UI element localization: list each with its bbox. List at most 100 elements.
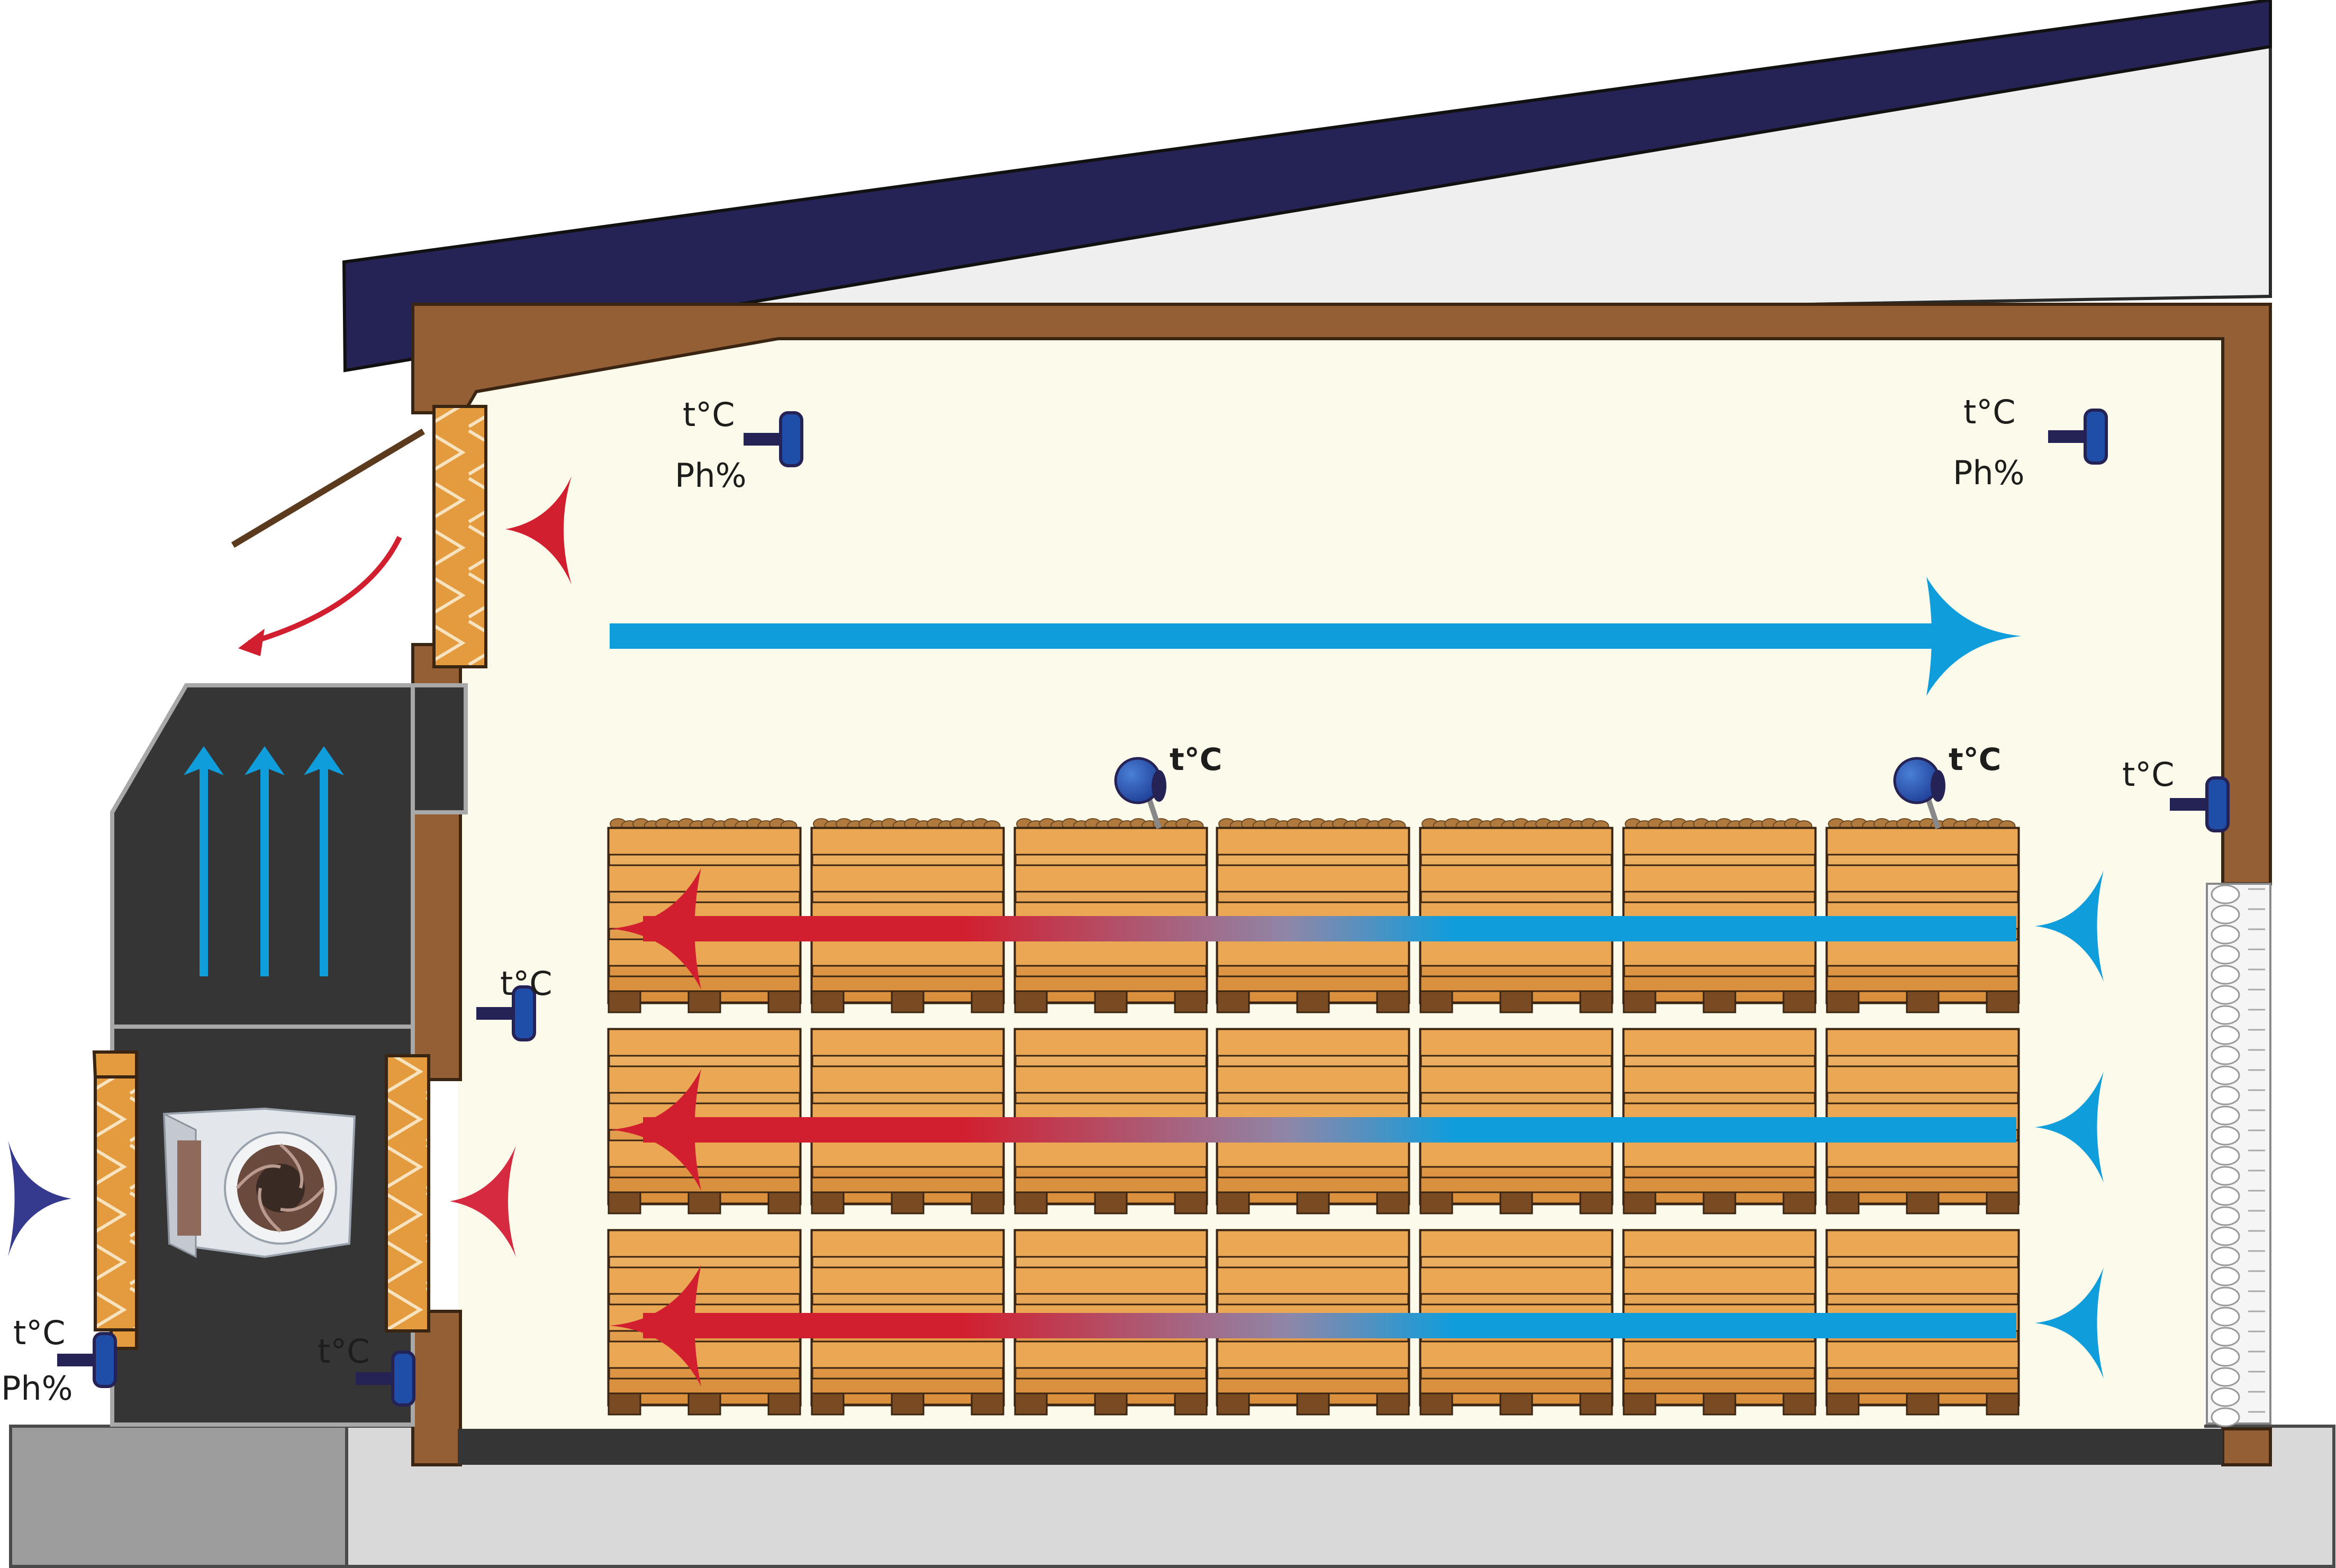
crate-base (1216, 1176, 1410, 1193)
crate-base (608, 1377, 801, 1394)
probe-cap (1152, 770, 1166, 802)
crate-foot (1014, 1392, 1048, 1416)
insulation-bump (2211, 1105, 2240, 1126)
crate-foot (891, 1392, 925, 1416)
crate-slat (608, 938, 801, 967)
flow-arrow-shaft (643, 1313, 2016, 1338)
crate-foot (1579, 1392, 1613, 1416)
crate-slat (1419, 938, 1613, 967)
crate-foot (1419, 1392, 1453, 1416)
crate-slat (1826, 827, 2020, 856)
crate-slat (1419, 1028, 1613, 1057)
flow-arrow-head-icon (610, 1265, 701, 1386)
wall-sensor-icon (356, 1351, 415, 1407)
wall-sensor-icon (2170, 776, 2230, 832)
crate-slat (608, 1028, 801, 1057)
crate-foot (1703, 1191, 1736, 1214)
crate-foot (1579, 1191, 1613, 1214)
insulation-bump (2211, 1045, 2240, 1065)
insulation-texture (2211, 884, 2265, 1427)
crate-foot (1094, 1191, 1128, 1214)
crate-foot (1094, 990, 1128, 1013)
sensor-label: Ph% (1, 1369, 73, 1408)
crate-slat (1623, 1028, 1816, 1057)
insulation-bump (2211, 1206, 2240, 1226)
crate-base (1826, 1377, 2020, 1394)
insulation-bump (2211, 1166, 2240, 1186)
crate-slat (1623, 864, 1816, 893)
crate-base (1014, 1377, 1208, 1394)
crate-slat (811, 1028, 1004, 1057)
inlet-arrow-icon (2035, 1267, 2104, 1379)
crate-slat (608, 1229, 801, 1258)
flow-arrow-head-icon (610, 868, 701, 990)
crate-base (1623, 1377, 1816, 1394)
recirculation-air-arrow-icon (450, 1146, 516, 1257)
crate-slat (608, 1065, 801, 1094)
crate-slat (1623, 938, 1816, 967)
insulation-bump (2211, 1146, 2240, 1166)
crate-foot (1579, 990, 1613, 1013)
crate-foot (811, 990, 845, 1013)
crate-slat (608, 827, 801, 856)
crate-slat (1419, 1139, 1613, 1168)
exhaust-filter (432, 405, 487, 668)
crate-base (608, 975, 801, 992)
sensor-stem (356, 1372, 398, 1385)
crate-slat (1623, 1340, 1816, 1369)
crate-slat (1826, 1139, 2020, 1168)
crate-slat (1014, 1139, 1208, 1168)
crate-base (811, 1176, 1004, 1193)
crate-slat (811, 938, 1004, 967)
crate-foot (1826, 1392, 1860, 1416)
crate-foot (1623, 990, 1656, 1013)
crate-foot (1174, 1191, 1208, 1214)
crate-slat (1216, 938, 1410, 967)
crate-foot (1419, 990, 1453, 1013)
insulation-bump (2211, 1407, 2240, 1427)
crate-foot (687, 1392, 721, 1416)
exhaust-curved-arrow (248, 536, 402, 646)
wall-sensor-icon (57, 1332, 117, 1388)
probe-label: t°C (1949, 741, 2001, 777)
crate-slat (608, 1139, 801, 1168)
sensor-head (2205, 776, 2230, 832)
crate-slat (1623, 1065, 1816, 1094)
fresh-air-filter-body (94, 1075, 138, 1331)
crate-base (1216, 1377, 1410, 1394)
crate-base (608, 1176, 801, 1193)
insulation-bump (2211, 1367, 2240, 1387)
crate-foot (1216, 1392, 1250, 1416)
crate-foot (1216, 990, 1250, 1013)
inlet-arrow-icon (2035, 871, 2104, 982)
crate-foot (1986, 1392, 2020, 1416)
crate-base (1826, 975, 2020, 992)
crate-foot (1703, 1392, 1736, 1416)
crate-foot (1906, 990, 1940, 1013)
crate-probe-icon (1114, 757, 1166, 829)
left-wall-middle (411, 811, 462, 1081)
up-arrow-head-icon (245, 746, 285, 775)
up-arrow-head-icon (304, 746, 344, 775)
crate-foot (1376, 1191, 1410, 1214)
sensor-label: t°C (1963, 393, 2016, 431)
crate-slat (811, 1065, 1004, 1094)
crate-slat (1826, 1340, 2020, 1369)
sensor-label: t°C (13, 1313, 66, 1352)
crate-slat (1826, 864, 2020, 893)
storage-floor (458, 1429, 2223, 1465)
wall-sensor-icon (744, 411, 803, 467)
sensor-label: t°C (2122, 755, 2175, 794)
crate-base (1623, 1176, 1816, 1193)
crate-slat (1014, 864, 1208, 893)
crate-base (1419, 1377, 1613, 1394)
insulation-bump (2211, 945, 2240, 965)
crate-foot (971, 1191, 1004, 1214)
crate-slat (1216, 864, 1410, 893)
crate-slat (1419, 1065, 1613, 1094)
flow-arrow-head-icon (610, 1069, 701, 1191)
crate-foot (608, 1392, 641, 1416)
crate-slat (1014, 1340, 1208, 1369)
crate-foot (767, 1191, 801, 1214)
